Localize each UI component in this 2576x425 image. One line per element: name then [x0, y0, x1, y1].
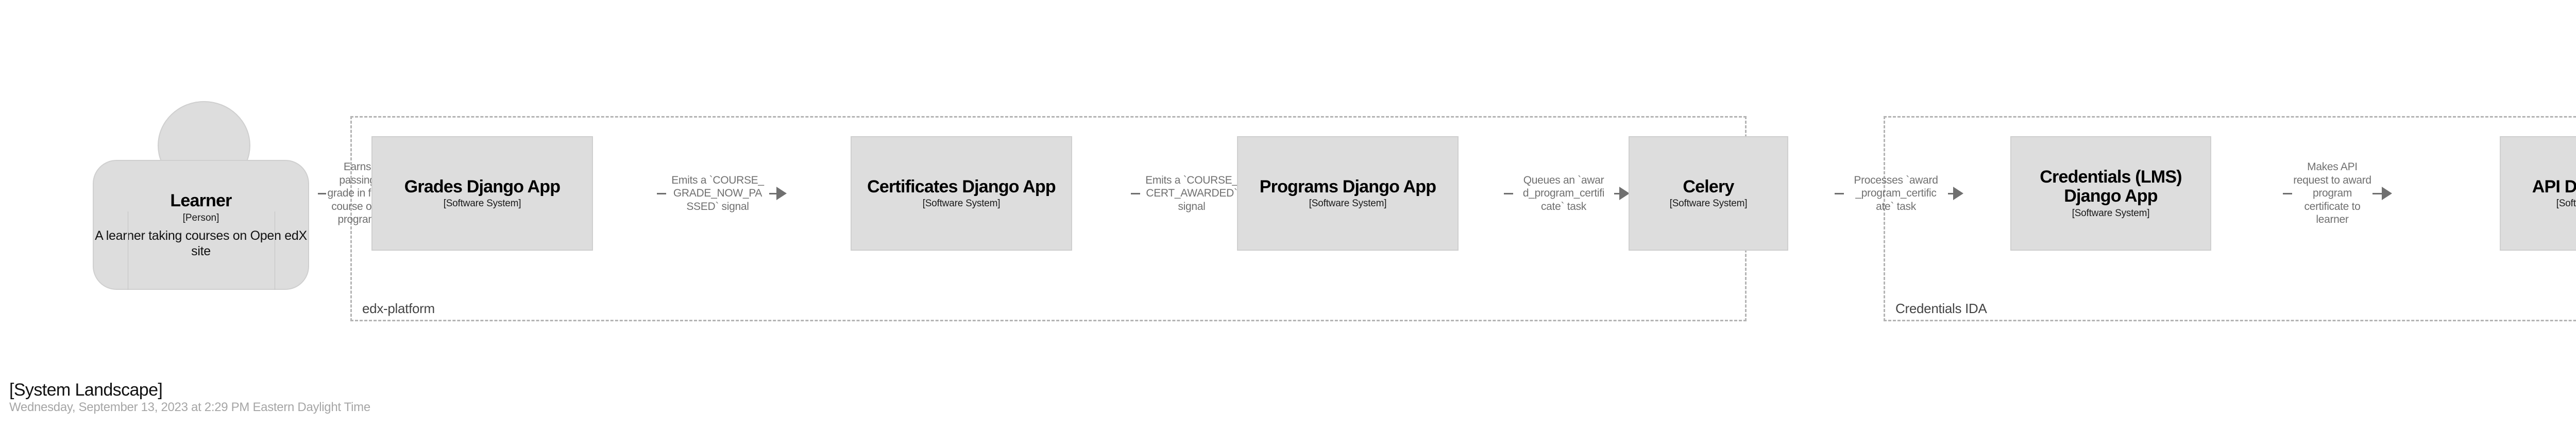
system-type: [Software System] — [2556, 198, 2576, 209]
system-programs-django-app[interactable]: Programs Django App [Software System] — [1237, 136, 1459, 251]
relationship-label: Makes API request to award program certi… — [2293, 160, 2371, 226]
system-name: Credentials (LMS) Django App — [2040, 167, 2182, 206]
rel-line-end — [2372, 192, 2382, 194]
boundary-label-edx-platform: edx-platform — [362, 301, 435, 316]
system-type: [Software System] — [1309, 198, 1387, 209]
person-learner[interactable]: Learner [Person] A learner taking course… — [93, 88, 319, 315]
system-certificates-django-app[interactable]: Certificates Django App [Software System… — [851, 136, 1072, 251]
diagram-timestamp: Wednesday, September 13, 2023 at 2:29 PM… — [9, 400, 370, 415]
system-name: Celery — [1683, 176, 1734, 197]
rel-line-end — [1948, 192, 1953, 194]
rel-line-end — [1614, 192, 1619, 194]
rel-line-start — [657, 192, 666, 194]
system-name: Certificates Django App — [867, 176, 1056, 197]
relationship-grades-to-certificates: Emits a `COURSE_ GRADE_NOW_PA SSED` sign… — [593, 160, 851, 227]
arrow-head-icon — [1953, 187, 1963, 200]
rel-line-start — [1504, 192, 1513, 194]
diagram-title: [System Landscape] — [9, 380, 163, 400]
relationship-celery-to-credentials-lms: Processes `award _program_certific ate` … — [1788, 160, 2010, 227]
system-type: [Software System] — [922, 198, 1001, 209]
boundary-label-credentials-ida: Credentials IDA — [1895, 301, 1987, 316]
system-credentials-lms-django-app[interactable]: Credentials (LMS) Django App [Software S… — [2010, 136, 2211, 251]
person-type: [Person] — [182, 213, 219, 223]
rel-line-start — [2283, 192, 2292, 194]
rel-line-start — [1131, 192, 1140, 194]
relationship-label: Queues an `awar d_program_certifi cate` … — [1522, 174, 1605, 213]
person-description: A learner taking courses on Open edX sit… — [95, 228, 307, 258]
system-type: [Software System] — [1669, 198, 1748, 209]
system-name: Grades Django App — [404, 176, 561, 197]
rel-line-start — [317, 192, 326, 194]
rel-line-end — [769, 192, 776, 194]
relationship-label: Processes `award _program_certific ate` … — [1854, 174, 1938, 213]
relationship-credentials-lms-to-api: Makes API request to award program certi… — [2211, 150, 2464, 237]
relationship-programs-to-celery: Queues an `awar d_program_certifi cate` … — [1459, 160, 1675, 227]
boundary-credentials-ida — [1884, 116, 2576, 321]
system-grades-django-app[interactable]: Grades Django App [Software System] — [371, 136, 593, 251]
relationship-label: Emits a `COURSE_ GRADE_NOW_PA SSED` sign… — [671, 174, 764, 213]
diagram-footer: [System Landscape] Wednesday, September … — [9, 380, 370, 415]
person-body: Learner [Person] A learner taking course… — [93, 160, 309, 290]
person-name: Learner — [170, 191, 232, 210]
arrow-head-icon — [776, 187, 787, 200]
system-name: Programs Django App — [1259, 176, 1436, 197]
arrow-head-icon — [1619, 187, 1630, 200]
system-type: [Software System] — [2072, 207, 2150, 219]
system-celery[interactable]: Celery [Software System] — [1629, 136, 1788, 251]
system-name: API Django App — [2532, 176, 2576, 197]
rel-line-start — [1835, 192, 1844, 194]
arrow-head-icon — [2382, 187, 2392, 200]
system-api-django-app[interactable]: API Django App [Software System] — [2500, 136, 2576, 251]
system-type: [Software System] — [443, 198, 521, 209]
relationship-label: Emits a `COURSE_ CERT_AWARDED` signal — [1145, 174, 1238, 213]
